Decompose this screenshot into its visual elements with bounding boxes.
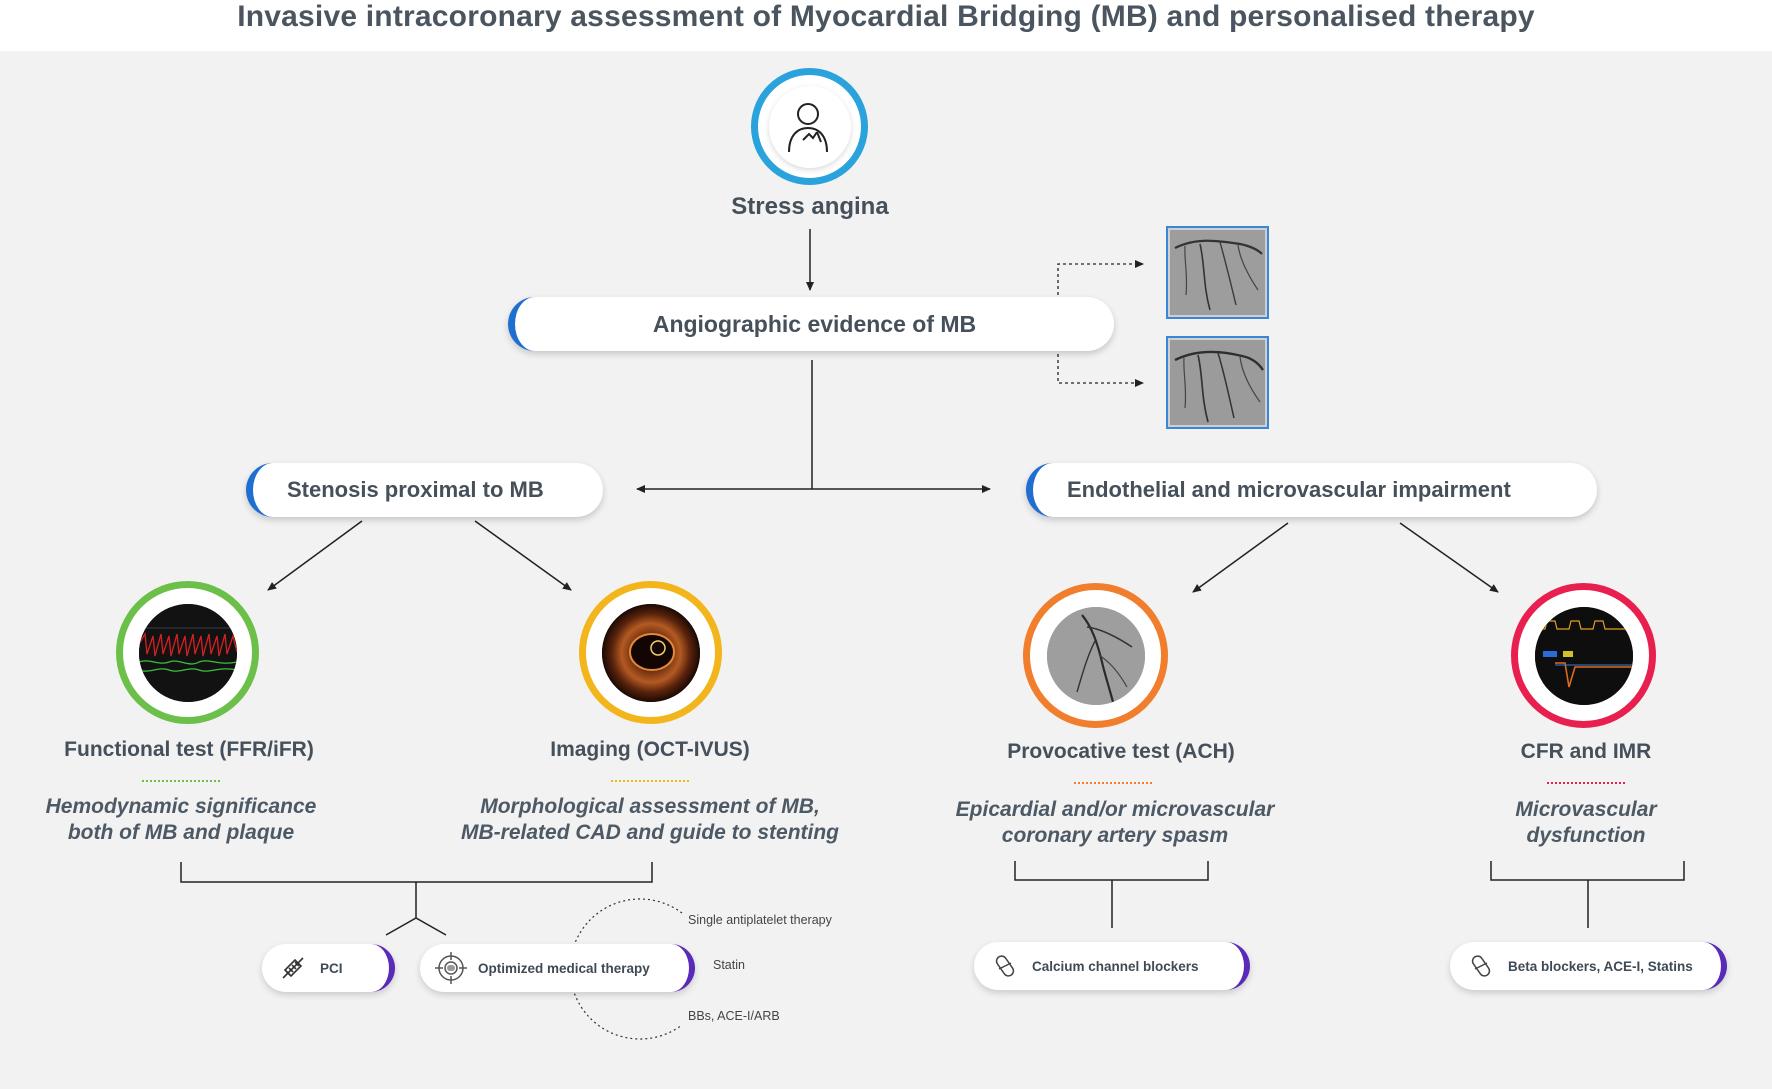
arrow-to-ach: [1192, 522, 1289, 593]
root-label: Stress angina: [731, 193, 889, 220]
stenosis-proximal-label: Stenosis proximal to MB: [287, 477, 544, 502]
ach-heading: Provocative test (ACH): [1007, 740, 1235, 763]
root-icon-circle: [751, 68, 868, 185]
bracket-ach: [1014, 861, 1209, 881]
ach-description-line1: Epicardial and/or microvascular: [955, 798, 1275, 821]
endothelial-impairment-node: Endothelial and microvascular impairment: [1026, 463, 1597, 517]
patient-chest-pain-icon: [768, 85, 851, 168]
stent-icon: [276, 954, 310, 982]
omt-label: Optimized medical therapy: [478, 960, 650, 976]
omt-option-antiplatelet: Single antiplatelet therapy: [688, 913, 832, 927]
cfr-dotted-divider: [1547, 782, 1625, 784]
ffr-dotted-divider: [142, 780, 220, 782]
ach-description-line2: coronary artery spasm: [1001, 824, 1229, 847]
arrow-to-cfr: [1399, 522, 1499, 593]
bracket-left-fork: [385, 917, 447, 936]
ach-test-circle: [1023, 583, 1168, 728]
angiogram-image: [1166, 336, 1269, 429]
omt-option-statin: Statin: [713, 958, 745, 972]
imaging-description-line1: Morphological assessment of MB,: [480, 795, 820, 818]
cfr-description-line2: dysfunction: [1526, 824, 1646, 847]
dashed-to-image-1: [1057, 260, 1144, 295]
omt-therapy: Optimized medical therapy: [420, 944, 695, 992]
beta-blocker-therapy: Beta blockers, ACE-I, Statins: [1450, 942, 1727, 990]
page-title: Invasive intracoronary assessment of Myo…: [0, 0, 1772, 50]
bracket-left: [180, 862, 653, 883]
imaging-description-line2: MB-related CAD and guide to stenting: [461, 821, 839, 844]
oct-image: [601, 603, 700, 702]
ffr-test-circle: [116, 581, 259, 724]
imaging-test-circle: [579, 581, 722, 724]
cfr-heading: CFR and IMR: [1520, 740, 1652, 763]
cfr-description-line1: Microvascular: [1515, 798, 1657, 821]
arrow-to-ffr: [267, 520, 363, 591]
ffr-heading: Functional test (FFR/iFR): [64, 738, 314, 761]
arrow-to-imaging: [474, 520, 572, 591]
beta-blocker-label: Beta blockers, ACE-I, Statins: [1508, 958, 1693, 974]
angiogram-image: [1166, 226, 1269, 319]
ffr-description-line2: both of MB and plaque: [67, 821, 295, 844]
ffr-description-line1: Hemodynamic significance: [45, 795, 317, 818]
target-icon: [434, 952, 468, 984]
imaging-dotted-divider: [611, 780, 689, 782]
angiographic-evidence-node: Angiographic evidence of MB: [508, 297, 1114, 351]
imaging-heading: Imaging (OCT-IVUS): [550, 738, 750, 761]
ach-angiogram-image: [1046, 606, 1145, 705]
omt-option-bbs: BBs, ACE-I/ARB: [688, 1009, 780, 1023]
dashed-to-image-2: [1057, 354, 1144, 387]
pci-label: PCI: [320, 960, 343, 976]
cfr-waveform-image: [1534, 606, 1633, 705]
ffr-waveform-image: [138, 603, 237, 702]
ccb-therapy: Calcium channel blockers: [974, 942, 1250, 990]
pill-icon: [988, 953, 1022, 979]
cfr-test-circle: [1511, 583, 1656, 728]
pill-icon: [1464, 953, 1498, 979]
stenosis-proximal-node: Stenosis proximal to MB: [246, 463, 603, 517]
endothelial-impairment-label: Endothelial and microvascular impairment: [1067, 477, 1511, 502]
ccb-label: Calcium channel blockers: [1032, 958, 1199, 974]
ach-dotted-divider: [1074, 782, 1152, 784]
pci-therapy: PCI: [262, 944, 395, 992]
angiographic-evidence-label: Angiographic evidence of MB: [652, 310, 977, 337]
bracket-cfr: [1490, 861, 1685, 881]
